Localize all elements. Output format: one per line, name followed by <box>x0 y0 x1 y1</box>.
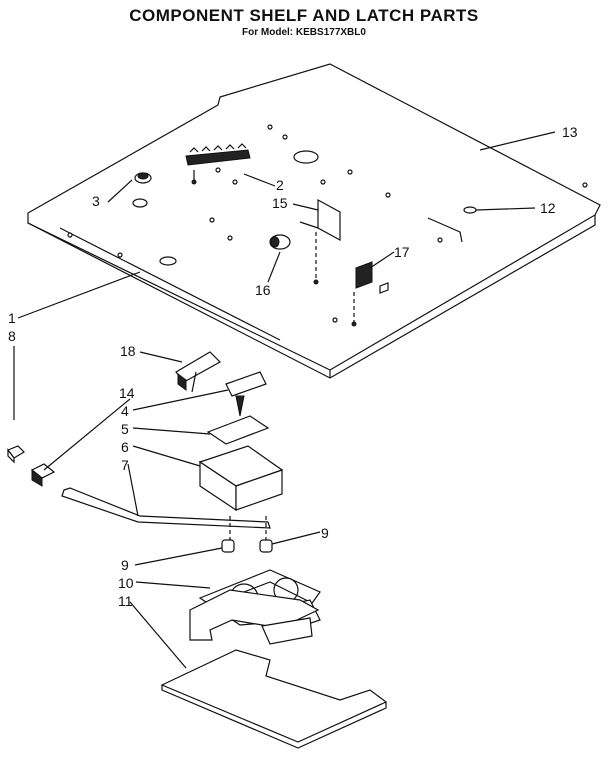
bottom-panel <box>160 649 388 749</box>
latch-plate <box>189 589 320 645</box>
lamp-socket <box>269 234 291 250</box>
switch-cover <box>198 445 284 512</box>
latch-button <box>7 445 25 464</box>
callout-7: 7 <box>121 457 129 473</box>
door-switch <box>225 371 267 417</box>
callout-8: 8 <box>8 328 16 344</box>
callout-10: 10 <box>118 575 134 591</box>
callout-9-left: 9 <box>121 557 129 573</box>
latch-block <box>30 463 56 487</box>
callout-15: 15 <box>272 195 288 211</box>
callout-12: 12 <box>540 200 556 216</box>
callout-6: 6 <box>121 439 129 455</box>
callout-17: 17 <box>394 244 410 260</box>
callout-2: 2 <box>276 177 284 193</box>
callout-9-right: 9 <box>321 525 329 541</box>
spacer <box>221 539 273 553</box>
callout-5: 5 <box>121 421 129 437</box>
latch-switch <box>175 351 221 393</box>
callout-1: 1 <box>8 310 16 326</box>
callout-11: 11 <box>118 593 133 609</box>
callout-13: 13 <box>562 124 578 140</box>
callout-18: 18 <box>120 343 136 359</box>
insulator <box>206 415 270 445</box>
callout-16: 16 <box>255 282 271 298</box>
model-subtitle: For Model: KEBS177XBL0 <box>242 27 366 38</box>
diagram-title: COMPONENT SHELF AND LATCH PARTS <box>129 6 479 25</box>
leader-lines <box>13 131 556 669</box>
callout-14: 14 <box>119 385 135 401</box>
terminal-block <box>185 143 251 185</box>
component-shelf <box>27 63 601 379</box>
grommet <box>134 172 152 184</box>
latch-rod <box>61 487 271 529</box>
callout-3: 3 <box>92 193 100 209</box>
bracket <box>299 198 341 285</box>
callout-4: 4 <box>121 403 129 419</box>
switch <box>351 261 389 327</box>
